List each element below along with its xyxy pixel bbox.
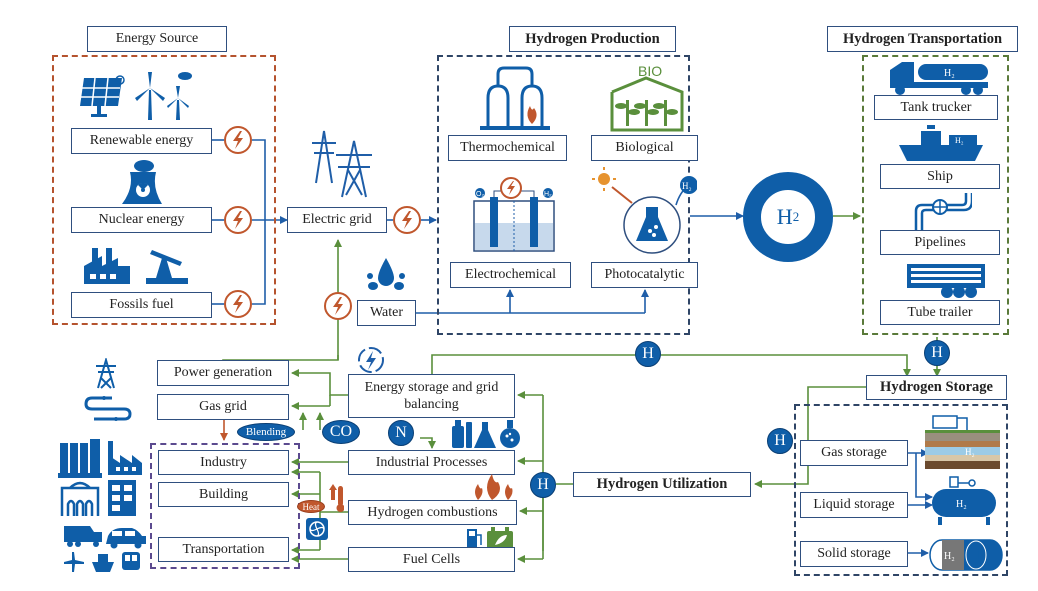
hydrogen-storage-title: Hydrogen Storage xyxy=(866,375,1007,400)
fuel-pump-battery-icon xyxy=(467,527,513,549)
tank-truck-icon: H₂ xyxy=(890,62,988,95)
heat-badge: Heat xyxy=(297,500,325,513)
electricity-bolt-icon xyxy=(224,290,252,318)
hydrogen-transportation-group xyxy=(862,55,1009,335)
tank-trucker-box: Tank trucker xyxy=(874,95,998,120)
water-drop-icon xyxy=(367,258,405,290)
flames-icon xyxy=(475,474,513,500)
pipeline-valve-icon xyxy=(914,193,972,231)
h2-label: H₂ xyxy=(965,447,975,457)
hydrogen-transportation-title: Hydrogen Transportation xyxy=(827,26,1018,52)
solar-panel-icon xyxy=(80,75,125,117)
hydrogen-badge: H xyxy=(924,340,950,366)
energy-cycle-icon xyxy=(358,347,384,373)
building-icon xyxy=(60,480,136,516)
hydrogen-badge: H xyxy=(530,472,556,498)
electricity-bolt-icon xyxy=(393,206,421,234)
tube-trailer-box: Tube trailer xyxy=(880,300,1000,325)
h2-label: H₂ xyxy=(944,68,955,79)
solid-cylinder-icon: H₂ xyxy=(929,539,1003,571)
thermochemical-box: Thermochemical xyxy=(448,135,567,161)
electricity-bolt-icon xyxy=(324,292,352,320)
hydrogen-combustions-box: Hydrogen combustions xyxy=(348,500,517,525)
fan-icon xyxy=(306,518,328,540)
hub-label: H xyxy=(776,204,793,229)
o2-label: O₂ xyxy=(476,191,484,198)
gas-storage-box: Gas storage xyxy=(800,440,908,466)
solid-storage-box: Solid storage xyxy=(800,541,908,567)
hydrogen-badge: H xyxy=(635,341,661,367)
hub-subscript: 2 xyxy=(792,209,800,224)
h2-label: H₂ xyxy=(682,181,692,191)
gas-grid-box: Gas grid xyxy=(157,394,289,420)
transportation-box: Transportation xyxy=(158,537,289,562)
vehicles-icon xyxy=(64,526,146,572)
h2-label: H₂ xyxy=(956,499,967,510)
renewable-energy-box: Renewable energy xyxy=(71,128,212,154)
nuclear-energy-box: Nuclear energy xyxy=(71,207,212,233)
electricity-bolt-icon xyxy=(224,126,252,154)
electricity-bolt-icon xyxy=(500,177,522,199)
hydrogen-utilization-title: Hydrogen Utilization xyxy=(573,472,751,497)
h2-label: H₂ xyxy=(544,191,552,198)
nuclear-plant-icon xyxy=(122,160,162,204)
electric-grid-box: Electric grid xyxy=(287,207,387,233)
power-pylon-icon xyxy=(96,358,116,389)
co-badge: CO xyxy=(322,420,360,444)
ship-box: Ship xyxy=(880,164,1000,189)
h2-label: H₂ xyxy=(955,136,964,145)
energy-to-grid-lines xyxy=(212,139,933,557)
industry-box: Industry xyxy=(158,450,289,475)
pipelines-box: Pipelines xyxy=(880,230,1000,255)
wind-turbine-icon xyxy=(135,72,192,120)
thermometer-icon xyxy=(329,484,344,512)
electrolyzer-icon: O₂ H₂ xyxy=(473,188,555,252)
fossils-fuel-box: Fossils fuel xyxy=(71,292,212,318)
tube-trailer-icon xyxy=(907,264,985,298)
liquid-storage-box: Liquid storage xyxy=(800,492,908,518)
energy-source-title: Energy Source xyxy=(87,26,227,52)
hydrogen-production-group xyxy=(437,55,690,335)
electrochemical-box: Electrochemical xyxy=(450,262,571,288)
nitrogen-badge: N xyxy=(388,420,414,446)
gas-pipe-icon xyxy=(84,396,132,421)
energy-source-group xyxy=(52,55,276,325)
ship-icon: H₂ xyxy=(899,125,983,161)
energy-storage-box: Energy storage and grid balancing xyxy=(348,374,515,418)
bio-label: BIO xyxy=(638,63,662,79)
factory-oil-pump-icon xyxy=(84,248,188,284)
building-box: Building xyxy=(158,482,289,507)
thermochemical-reactor-icon xyxy=(480,66,550,130)
industrial-processes-box: Industrial Processes xyxy=(348,450,515,475)
hydrogen-production-title: Hydrogen Production xyxy=(509,26,676,52)
photocatalytic-flask-icon: H₂ xyxy=(592,167,697,254)
industry-icon xyxy=(58,439,142,478)
hydrogen-storage-group xyxy=(794,404,1008,576)
fuel-cells-box: Fuel Cells xyxy=(348,547,515,572)
transmission-tower-icon xyxy=(312,130,372,198)
h2-label: H₂ xyxy=(944,551,955,562)
power-generation-box: Power generation xyxy=(157,360,289,386)
blending-badge: Blending xyxy=(237,423,295,441)
bio-greenhouse-icon: BIO xyxy=(610,63,684,132)
electricity-bolt-icon xyxy=(224,206,252,234)
biological-box: Biological xyxy=(591,135,698,161)
liquid-tank-icon: H₂ xyxy=(932,476,996,525)
lab-bottles-icon xyxy=(452,420,520,448)
underground-storage-icon: H₂ xyxy=(925,415,1000,469)
hydrogen-badge: H xyxy=(767,428,793,454)
photocatalytic-box: Photocatalytic xyxy=(591,262,698,288)
water-box: Water xyxy=(357,300,416,326)
